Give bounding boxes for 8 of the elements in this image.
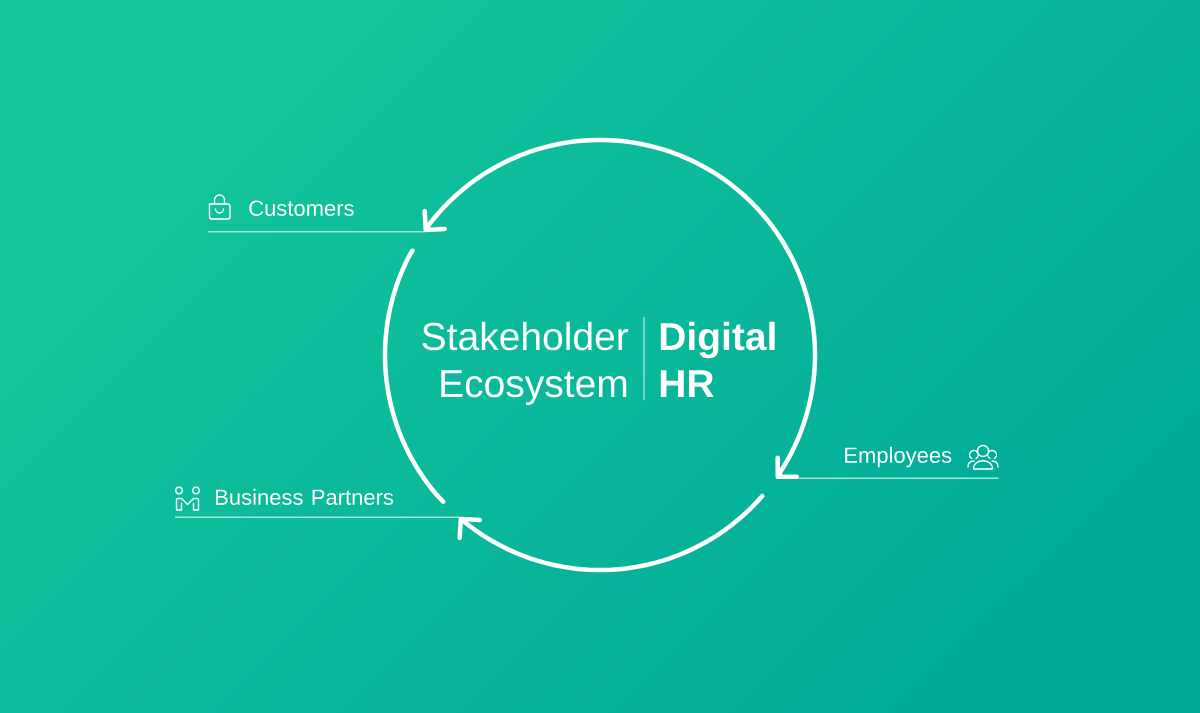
title-text: Stakeholder Ecosystem xyxy=(422,321,629,406)
stakeholder-label: Business Partners xyxy=(174,488,461,518)
arc-arrow xyxy=(422,137,818,479)
arc-arrow xyxy=(457,493,765,573)
stakeholder-label: Customers xyxy=(207,200,425,233)
stakeholder-label: Employees xyxy=(775,446,1000,479)
circle-arc xyxy=(382,248,446,504)
title-text: Digital HR xyxy=(660,321,775,397)
